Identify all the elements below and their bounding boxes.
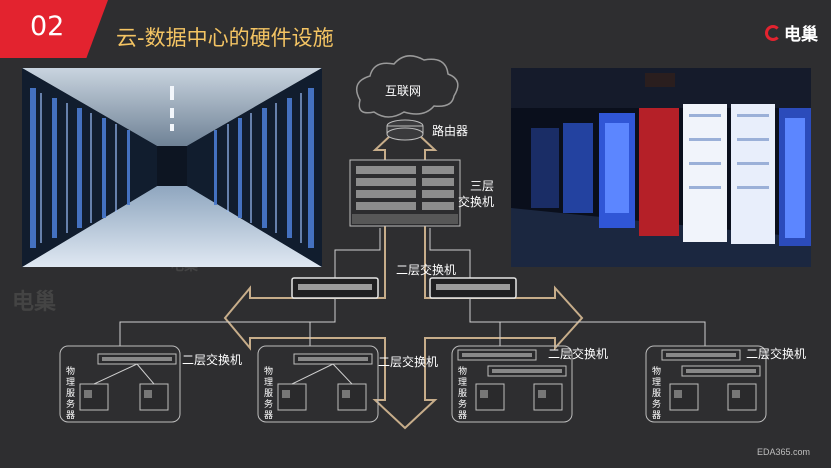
svg-text:务: 务 <box>264 398 273 410</box>
server-icon <box>669 383 699 411</box>
rack-group-2 <box>257 345 379 423</box>
rack-switch-label-2: 二层交换机 <box>378 354 438 369</box>
svg-text:服: 服 <box>458 388 467 399</box>
server-icon <box>277 383 307 411</box>
svg-text:理: 理 <box>458 377 467 388</box>
router-label: 路由器 <box>432 123 468 138</box>
svg-text:器: 器 <box>264 410 273 421</box>
internet-cloud-icon <box>355 55 459 118</box>
server-icon <box>79 383 109 411</box>
svg-text:器: 器 <box>66 410 75 421</box>
datacenter-photo-racks <box>511 68 811 267</box>
svg-text:物: 物 <box>652 365 661 377</box>
svg-text:器: 器 <box>458 410 467 421</box>
svg-text:服: 服 <box>66 388 75 399</box>
router-icon <box>386 119 424 141</box>
core-switch-label-2: 交换机 <box>458 194 494 209</box>
traffic-arrows <box>223 120 584 430</box>
footer-site: EDA365.com <box>757 447 811 457</box>
svg-text:理: 理 <box>652 377 661 388</box>
server-icon <box>533 383 563 411</box>
datacenter-photo-aisle <box>22 68 322 267</box>
rack-switch-label-3: 二层交换机 <box>548 346 608 361</box>
core-switch-label-1: 三层 <box>470 179 494 193</box>
svg-text:理: 理 <box>264 377 273 388</box>
page-title: 云-数据中心的硬件设施 <box>116 26 334 50</box>
l2-switch-top-label: 二层交换机 <box>396 262 456 277</box>
l2-switch-left-icon <box>291 277 379 299</box>
rack-switch-label-4: 二层交换机 <box>746 346 806 361</box>
svg-text:物: 物 <box>264 365 273 377</box>
server-icon <box>727 383 757 411</box>
svg-text:物: 物 <box>458 365 467 377</box>
rack-group-4 <box>645 345 767 423</box>
svg-text:务: 务 <box>652 398 661 410</box>
svg-text:器: 器 <box>652 410 661 421</box>
svg-text:务: 务 <box>66 398 75 410</box>
svg-text:理: 理 <box>66 377 75 388</box>
core-switch-icon <box>349 159 461 227</box>
rack-group-3 <box>451 345 573 423</box>
l2-switch-right-icon <box>429 277 517 299</box>
rack-group-1 <box>59 345 181 423</box>
section-number: 02 <box>30 11 65 42</box>
server-icon <box>139 383 169 411</box>
server-icon <box>337 383 367 411</box>
rack-switch-label-1: 二层交换机 <box>182 352 242 367</box>
svg-text:务: 务 <box>458 398 467 410</box>
internet-label: 互联网 <box>385 84 421 98</box>
watermark-left: 电巢 <box>12 290 57 315</box>
svg-text:服: 服 <box>264 388 273 399</box>
logo-text: 电巢 <box>784 25 818 45</box>
logo-mark-icon <box>765 24 781 41</box>
section-badge: 02 <box>0 0 108 58</box>
brand-logo: 电巢 <box>765 20 818 45</box>
svg-text:物: 物 <box>66 365 75 377</box>
server-icon <box>475 383 505 411</box>
svg-text:服: 服 <box>652 388 661 399</box>
